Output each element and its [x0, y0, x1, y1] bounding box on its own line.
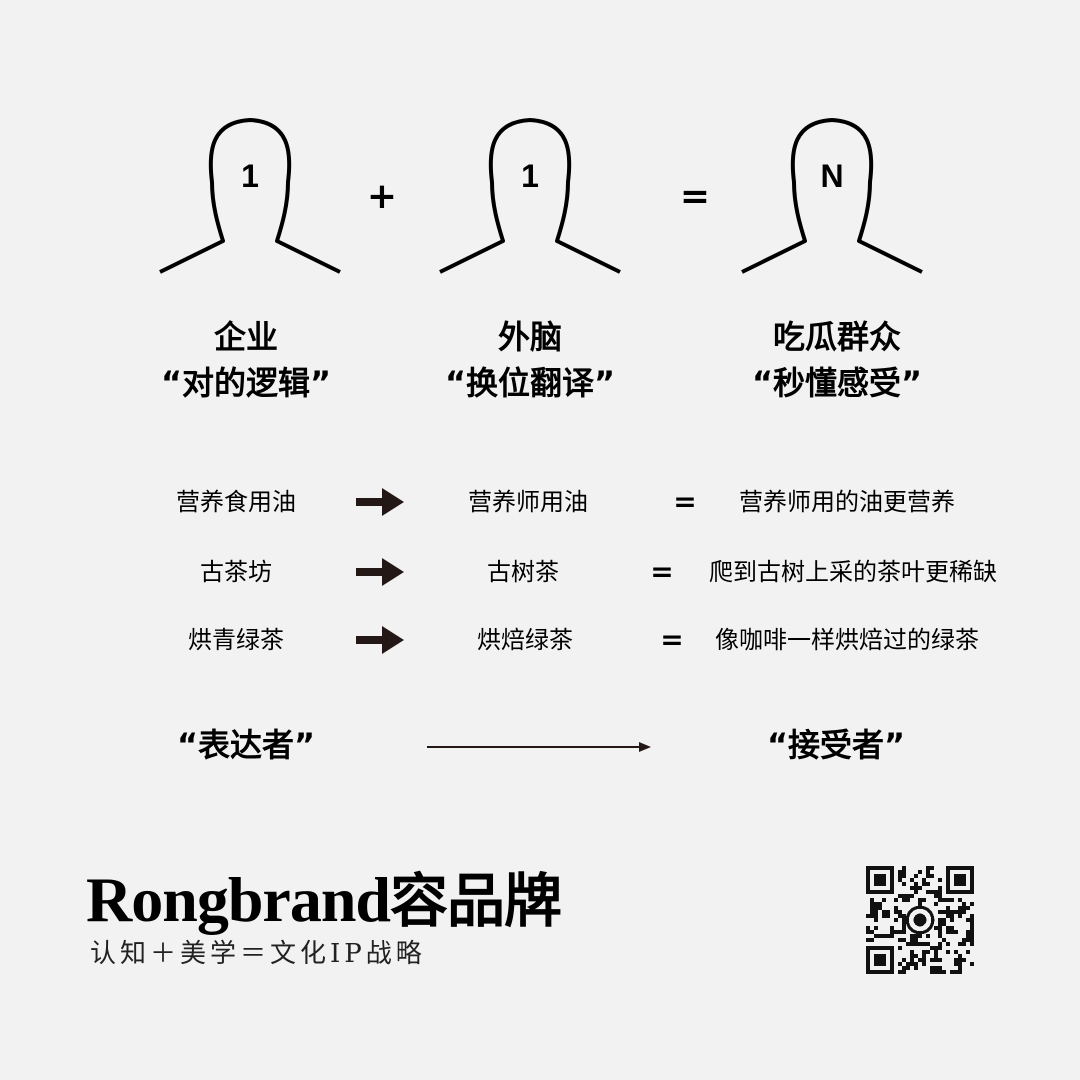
row-to: 烘焙绿茶 [477, 626, 573, 654]
role-expresser: “表达者” [176, 726, 316, 764]
row-from: 烘青绿茶 [188, 626, 284, 654]
brand-logo: Rongbrand容品牌 [86, 854, 562, 938]
row-from: 营养食用油 [176, 488, 296, 516]
row-result: 营养师用的油更营养 [739, 488, 955, 516]
equals-operator: = [679, 176, 711, 217]
row-to: 古树茶 [487, 558, 559, 586]
example-row: 营养食用油 营养师用油 = 营养师用的油更营养 [0, 482, 1080, 522]
head-figure-2: 1 [430, 110, 630, 285]
example-row: 古茶坊 古树茶 = 爬到古树上采的茶叶更稀缺 [0, 552, 1080, 592]
qr-code-icon [866, 866, 974, 974]
row-result: 爬到古树上采的茶叶更稀缺 [709, 558, 997, 586]
label-subtitle: “对的逻辑” [160, 364, 332, 402]
example-row: 烘青绿茶 烘焙绿茶 = 像咖啡一样烘焙过的绿茶 [0, 620, 1080, 660]
label-subtitle: “秒懂感受” [751, 364, 923, 402]
head-number: 1 [521, 158, 539, 194]
row-equals: = [673, 485, 697, 518]
right-arrow-icon [356, 488, 404, 516]
row-equals: = [660, 623, 684, 656]
head-number: N [820, 158, 844, 194]
right-arrow-icon [356, 626, 404, 654]
label-subtitle: “换位翻译” [444, 364, 616, 402]
plus-operator: + [366, 176, 398, 217]
row-to: 营养师用油 [468, 488, 588, 516]
label-title: 吃瓜群众 [772, 318, 901, 356]
long-right-arrow-icon [427, 742, 651, 752]
head-figure-3: N [732, 110, 932, 285]
head-number: 1 [241, 158, 259, 194]
brand-name-cn: 容品牌 [390, 867, 562, 935]
role-receiver: “接受者” [766, 726, 906, 764]
label-title: 企业 [213, 318, 278, 356]
row-from: 古茶坊 [200, 558, 272, 586]
brand-name-latin: Rongbrand [86, 864, 391, 935]
brand-tagline: 认知＋美学＝文化IP战略 [90, 939, 426, 969]
head-figure-1: 1 [150, 110, 350, 285]
person-head-outline-icon [159, 118, 341, 274]
label-enterprise: 企业 “对的逻辑” [96, 314, 396, 406]
row-equals: = [650, 555, 674, 588]
person-head-outline-icon [439, 118, 621, 274]
label-audience: 吃瓜群众 “秒懂感受” [687, 314, 987, 406]
right-arrow-icon [356, 558, 404, 586]
label-external-brain: 外脑 “换位翻译” [380, 314, 680, 406]
person-head-outline-icon [741, 118, 923, 274]
label-title: 外脑 [497, 318, 562, 356]
row-result: 像咖啡一样烘焙过的绿茶 [715, 626, 979, 654]
